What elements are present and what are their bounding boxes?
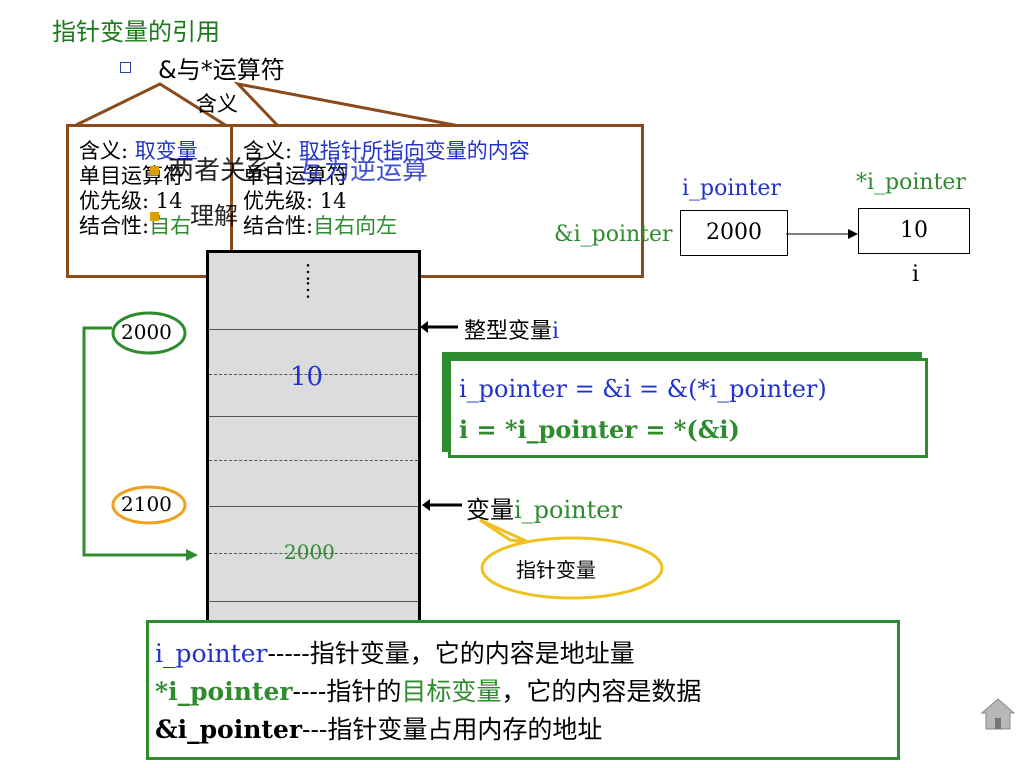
relation-text: 两者关系：互为逆运算 (168, 150, 428, 187)
memory-value-i: 10 (290, 362, 324, 392)
bubble-text: 指针变量 (516, 558, 596, 582)
memory-ellipsis: …… (302, 262, 326, 298)
callout-left-assoc-label: 结合性: (79, 214, 150, 238)
callout-right-assoc-value: 自右向左 (313, 214, 398, 238)
summary-line-2: *i_pointer----指针的目标变量，它的内容是数据 (155, 673, 701, 711)
callout-right-operator: 单目运算符 (243, 164, 348, 188)
address-top: 2000 (121, 320, 172, 344)
bullet-relation-icon (150, 166, 159, 175)
callout-left-meaning-value: 取变量 (134, 139, 198, 163)
summary-line-1: i_pointer-----指针变量，它的内容是地址量 (155, 635, 701, 673)
int-var-arrowhead (420, 321, 428, 333)
summary-term-3: &i_pointer (155, 715, 303, 744)
memory-divider (209, 506, 418, 507)
callout-right-meaning-value: 取指针所指向变量的内容 (298, 139, 530, 163)
bullet-square-icon (120, 62, 131, 73)
summary-desc-2b: ，它的内容是数据 (501, 677, 702, 706)
ptr-var-label-text: 变量 (466, 496, 514, 524)
ptr-var-label-name: i_pointer (514, 496, 622, 524)
pointer-bracket-arrowhead (186, 549, 198, 561)
equations-box: i_pointer = &i = &(*i_pointer) i = *i_po… (448, 358, 928, 458)
memory-divider (209, 329, 418, 330)
memory-divider (209, 460, 418, 461)
bullet-understand-icon (150, 212, 159, 221)
ptr-var-arrowhead (422, 499, 430, 511)
relation-label: 两者关系： (168, 156, 299, 186)
summary-desc-2a: ----指针的 (292, 677, 402, 706)
diagram-i-label: i (912, 262, 920, 287)
memory-divider (209, 416, 418, 417)
ptr-var-label: 变量i_pointer (466, 490, 622, 525)
address-bottom: 2100 (121, 492, 172, 516)
summary-box: i_pointer-----指针变量，它的内容是地址量 *i_pointer--… (146, 620, 900, 760)
diagram-amp-i-pointer-label: &i_pointer (554, 222, 673, 247)
summary-desc-1: -----指针变量，它的内容是地址量 (267, 639, 635, 668)
understand-text: 理解 (190, 202, 238, 230)
page-title: 指针变量的引用 (52, 18, 220, 46)
callout-left-meaning-label: 含义: (79, 139, 135, 163)
memory-divider (209, 553, 418, 554)
diagram-i-pointer-label: i_pointer (682, 176, 781, 201)
int-var-label-text: 整型变量 (464, 319, 553, 344)
callout-left-operator: 单目运算符 (79, 164, 184, 188)
callout-right-precedence: 优先级: 14 (243, 189, 347, 213)
relation-value: 互为逆运算 (298, 156, 429, 186)
subtitle: &与*运算符 (158, 56, 285, 84)
summary-desc-3: ---指针变量占用内存的地址 (302, 715, 603, 744)
home-icon[interactable] (980, 696, 1016, 732)
diagram-target-box: 10 (858, 208, 970, 254)
memory-value-pointer: 2000 (284, 540, 335, 564)
memory-divider (209, 601, 418, 602)
meaning-label: 含义 (196, 92, 238, 116)
callout-right-assoc-label: 结合性: (243, 214, 314, 238)
summary-desc-2-highlight: 目标变量 (401, 677, 502, 706)
address-circle-bottom (111, 485, 187, 525)
summary-line-3: &i_pointer---指针变量占用内存的地址 (155, 711, 701, 749)
summary-term-1: i_pointer (155, 639, 268, 668)
diagram-arrow (786, 229, 858, 239)
summary-term-2: *i_pointer (155, 677, 293, 706)
diagram-pointer-box: 2000 (680, 210, 788, 256)
equation-line-1: i_pointer = &i = &(*i_pointer) (459, 375, 827, 403)
pointer-bracket-line (82, 326, 186, 557)
bubble-shape (480, 536, 664, 600)
diagram-star-i-pointer-label: *i_pointer (856, 170, 966, 195)
memory-divider (209, 374, 418, 375)
bubble-tail (479, 518, 529, 544)
int-var-label: 整型变量i (464, 313, 559, 345)
int-var-label-name: i (552, 319, 560, 344)
equation-line-2: i = *i_pointer = *(&i) (459, 415, 740, 444)
callout-left-precedence: 优先级: 14 (79, 189, 183, 213)
address-circle-top (111, 311, 187, 355)
callout-right-meaning-label: 含义: (243, 139, 299, 163)
